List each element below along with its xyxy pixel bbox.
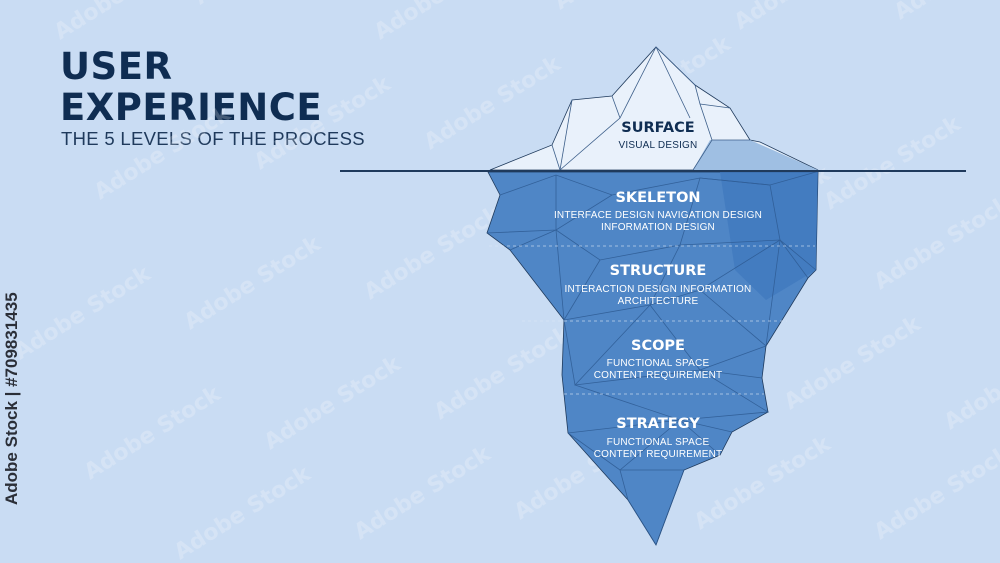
- level-skeleton-desc-1: INTERFACE DESIGN NAVIGATION DESIGN: [554, 210, 762, 221]
- title-line-2: EXPERIENCE: [60, 86, 323, 129]
- level-separators: [489, 245, 815, 395]
- watermark-text: Adobe Stock: [940, 331, 1000, 435]
- iceberg-underwater: [486, 171, 819, 546]
- watermark-text: Adobe Stock: [870, 441, 1000, 545]
- level-scope-desc-2: CONTENT REQUIREMENT: [594, 370, 723, 381]
- level-strategy-desc-1: FUNCTIONAL SPACE: [607, 437, 710, 448]
- subtitle: THE 5 LEVELS OF THE PROCESS: [61, 128, 365, 149]
- watermark-text: Adobe Stock: [360, 201, 506, 305]
- level-surface: SURFACE VISUAL DESIGN: [619, 120, 698, 151]
- level-scope: SCOPE FUNCTIONAL SPACE CONTENT REQUIREME…: [594, 338, 723, 381]
- watermark-text: Adobe Stock: [890, 0, 1000, 25]
- level-scope-title: SCOPE: [631, 338, 685, 354]
- level-strategy-desc-2: CONTENT REQUIREMENT: [594, 449, 723, 460]
- level-structure-title: STRUCTURE: [610, 263, 707, 279]
- watermark-text: Adobe Stock: [10, 261, 156, 365]
- watermark-text: Adobe Stock: [170, 461, 316, 563]
- watermark-text: Adobe Stock: [180, 231, 326, 335]
- level-skeleton-desc-2: INFORMATION DESIGN: [601, 222, 715, 233]
- watermark-text: Adobe Stock: [370, 0, 516, 45]
- level-surface-title: SURFACE: [621, 120, 694, 136]
- level-strategy: STRATEGY FUNCTIONAL SPACE CONTENT REQUIR…: [594, 416, 723, 460]
- watermark-text: Adobe Stock: [250, 71, 396, 175]
- iceberg-tip: [489, 46, 819, 171]
- level-structure-desc-1: INTERACTION DESIGN INFORMATION: [565, 284, 752, 295]
- iceberg-tip-shade: [693, 140, 818, 170]
- level-structure: STRUCTURE INTERACTION DESIGN INFORMATION…: [565, 263, 752, 307]
- watermark-text: Adobe Stock: [430, 321, 576, 425]
- watermark-text: Adobe Stock: [80, 381, 226, 485]
- iceberg-tip-facets: [551, 46, 750, 171]
- watermark-text: Adobe Stock: [420, 51, 566, 155]
- iceberg-underwater-shade: [720, 172, 818, 300]
- watermark-text: Adobe Stock: [870, 191, 1000, 295]
- watermark-text: Adobe Stock: [550, 0, 696, 15]
- watermark-text: Adobe Stock: [350, 441, 496, 545]
- level-strategy-title: STRATEGY: [616, 416, 700, 432]
- watermark-text: Adobe Stock: [820, 111, 966, 215]
- watermark-text: Adobe Stock: [260, 351, 406, 455]
- watermark-text: Adobe Stock: [780, 311, 926, 415]
- watermark-text: Adobe Stock: [90, 101, 236, 205]
- level-scope-desc-1: FUNCTIONAL SPACE: [607, 358, 710, 369]
- watermark-text: Adobe Stock: [730, 0, 876, 35]
- level-skeleton: SKELETON INTERFACE DESIGN NAVIGATION DES…: [554, 190, 762, 233]
- watermark-text: Adobe Stock: [50, 0, 196, 45]
- watermark-text: Adobe Stock: [190, 0, 336, 10]
- title-line-1: USER: [60, 45, 173, 88]
- level-skeleton-title: SKELETON: [615, 190, 700, 206]
- level-surface-desc: VISUAL DESIGN: [619, 140, 698, 151]
- iceberg-underwater-facets: [486, 171, 817, 546]
- level-structure-desc-2: ARCHITECTURE: [618, 296, 699, 307]
